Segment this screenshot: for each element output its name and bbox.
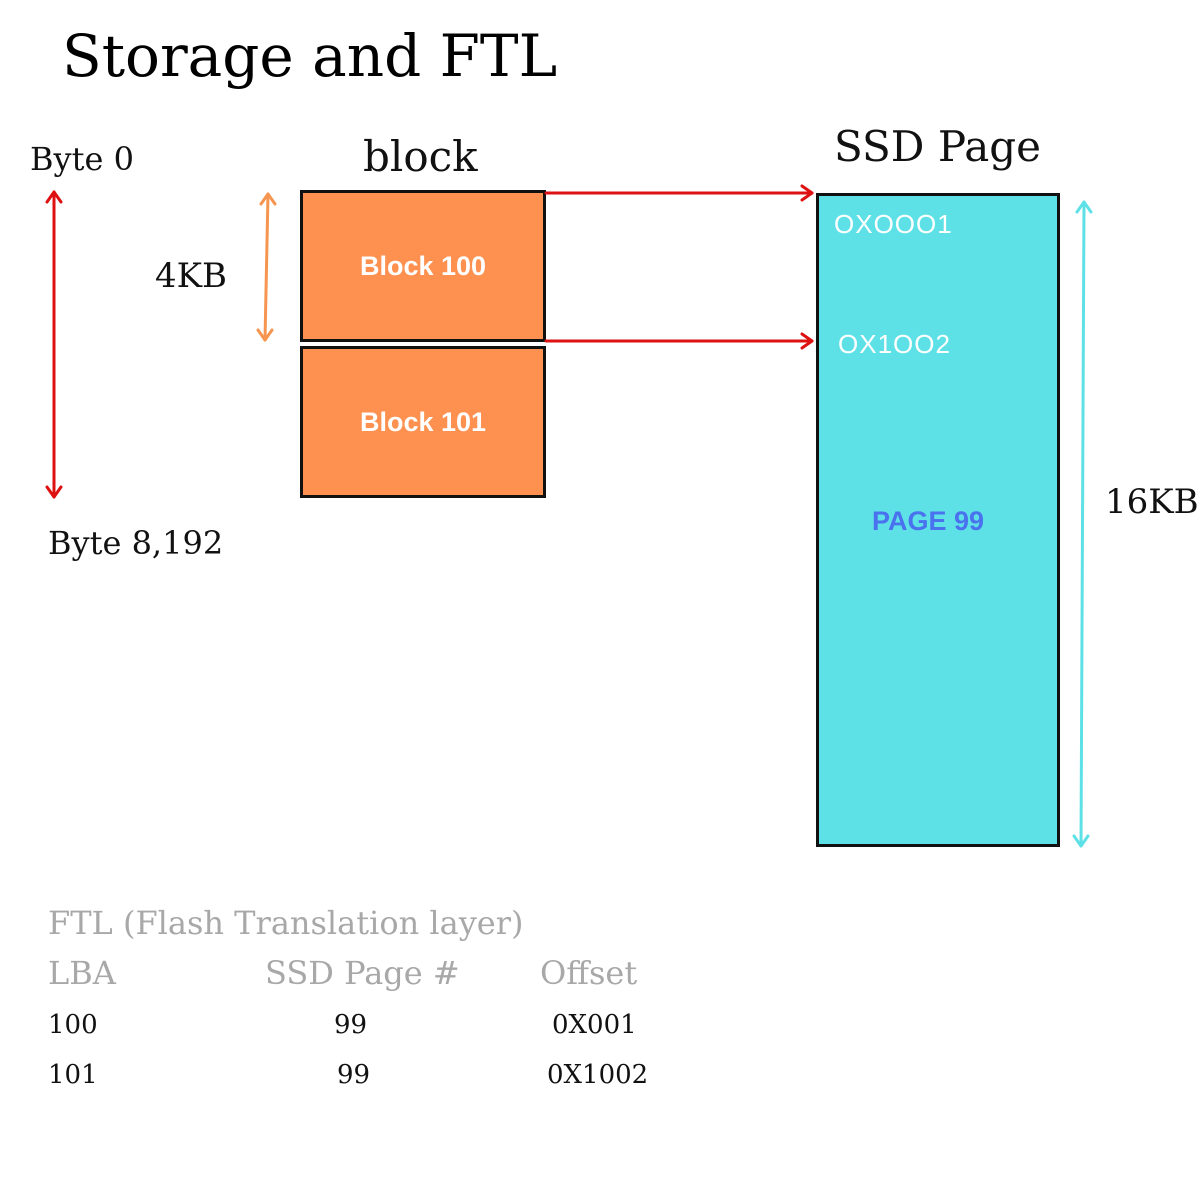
- page-offset-2: OX1OO2: [838, 329, 951, 359]
- ssd-page-header: SSD Page: [834, 122, 1041, 171]
- ftl-row-1-page: 99: [334, 1010, 368, 1040]
- block-100-label: Block 100: [359, 250, 487, 281]
- ftl-header-ssd-page: SSD Page #: [265, 954, 460, 992]
- page-size-label: 16KB: [1105, 482, 1199, 522]
- ftl-row-2-lba: 101: [48, 1060, 98, 1090]
- page-size-arrow: [1072, 200, 1093, 848]
- ftl-row-1-offset: 0X001: [552, 1010, 637, 1040]
- diagram-title: Storage and FTL: [62, 22, 558, 90]
- block-101-label: Block 101: [359, 406, 487, 437]
- ftl-header-lba: LBA: [48, 954, 116, 992]
- block-size-label: 4KB: [155, 256, 228, 296]
- page-99-label: PAGE 99: [872, 506, 985, 536]
- page-offset-1: OXOOO1: [834, 209, 953, 239]
- ftl-row-2-page: 99: [337, 1060, 371, 1090]
- ftl-table-title: FTL (Flash Translation layer): [48, 904, 524, 942]
- byte-end-label: Byte 8,192: [48, 524, 224, 562]
- block-101: Block 101: [300, 346, 546, 498]
- ftl-row-1-lba: 100: [48, 1010, 98, 1040]
- mapping-arrow-block-101: [544, 332, 814, 350]
- block-100: Block 100: [300, 190, 546, 342]
- ftl-row-2-offset: 0X1002: [547, 1060, 649, 1090]
- byte-start-label: Byte 0: [30, 140, 134, 178]
- ssd-page: [816, 193, 1060, 847]
- block-column-header: block: [363, 132, 478, 181]
- byte-range-arrow: [45, 190, 63, 499]
- mapping-arrow-block-100: [544, 184, 814, 202]
- block-size-arrow: [256, 192, 277, 342]
- ftl-header-offset: Offset: [540, 954, 638, 992]
